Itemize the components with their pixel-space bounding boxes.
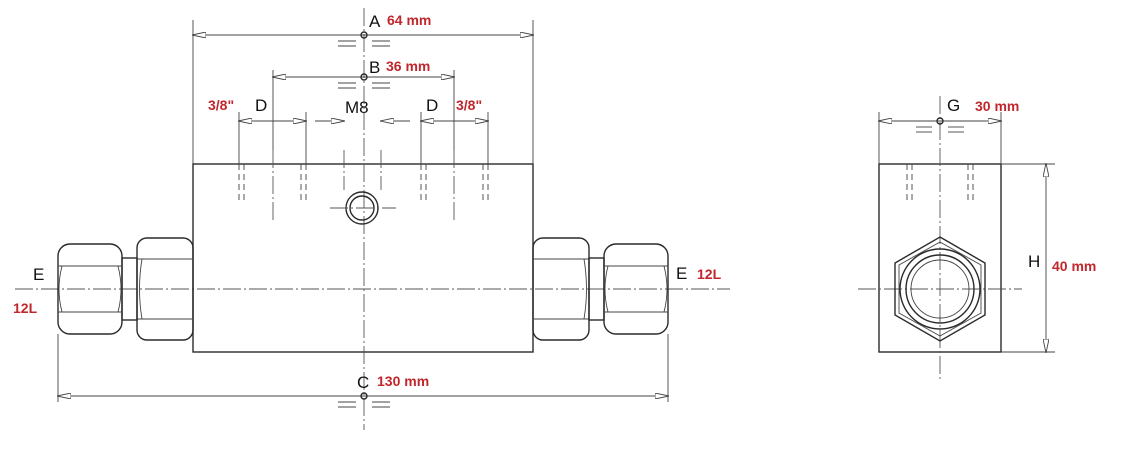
dimension-g (879, 112, 1001, 164)
right-nut (603, 243, 669, 335)
dimension-c (58, 334, 668, 408)
front-view: A 64 mm B 36 mm 3/8" D M8 D 3/8" E 12L E… (13, 8, 730, 430)
value-h: 40 mm (1052, 258, 1096, 274)
label-d-left: D (255, 96, 267, 115)
value-g: 30 mm (975, 98, 1019, 114)
body-port-hidden-lines (238, 150, 489, 220)
label-d-right: D (426, 96, 438, 115)
value-e-right: 12L (697, 266, 722, 282)
dimension-a (193, 20, 533, 164)
side-view: G 30 mm H 40 mm (858, 96, 1096, 380)
label-g: G (947, 96, 960, 115)
value-d-right: 3/8" (456, 97, 482, 113)
label-e-right: E (676, 264, 687, 283)
value-b: 36 mm (386, 58, 430, 74)
left-nut (57, 243, 123, 335)
label-b: B (369, 58, 380, 77)
side-port-hidden-lines (906, 164, 974, 200)
value-d-left: 3/8" (208, 97, 234, 113)
dimension-b (273, 70, 454, 150)
dimension-d-left (239, 112, 306, 164)
dimension-h (1001, 164, 1055, 352)
value-a: 64 mm (387, 12, 431, 28)
value-c: 130 mm (377, 373, 429, 389)
label-e-left: E (33, 265, 44, 284)
hex-nut-end-view (894, 236, 986, 342)
label-a: A (369, 12, 381, 31)
left-adaptor (121, 237, 194, 341)
dimension-d-right (421, 112, 488, 164)
label-m8: M8 (345, 98, 369, 117)
value-e-left: 12L (13, 300, 38, 316)
label-h: H (1028, 252, 1040, 271)
label-c: C (357, 373, 369, 392)
